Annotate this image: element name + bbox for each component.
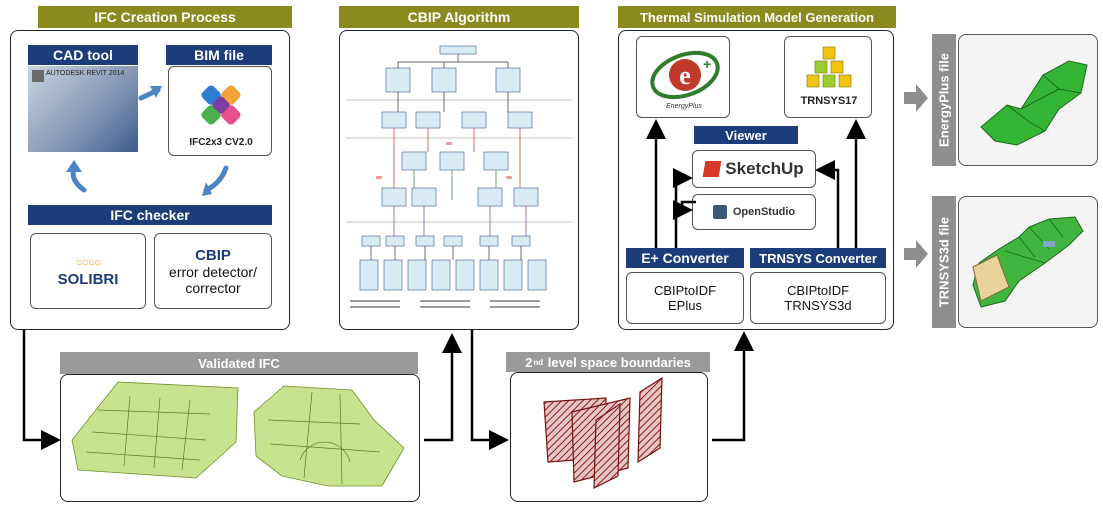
openstudio-icon bbox=[712, 205, 727, 219]
eplus-converter-label: E+ Converter bbox=[626, 248, 744, 268]
trnsys-logo-text: TRNSYS17 bbox=[800, 95, 858, 107]
space-boundaries-prefix: 2 bbox=[525, 354, 533, 370]
openstudio-box: OpenStudio bbox=[692, 194, 816, 230]
sketchup-icon bbox=[702, 161, 722, 177]
solibri-box: ○○○○ SOLIBRI bbox=[30, 233, 146, 309]
ifc-checker-label: IFC checker bbox=[28, 205, 272, 225]
eplus-converter-line1: CBIPtoIDF bbox=[653, 283, 717, 298]
solibri-logo-icon: ○○○○ bbox=[75, 254, 102, 269]
cbip-algorithm-panel bbox=[339, 30, 579, 330]
trnsys-converter-line1: CBIPtoIDF bbox=[786, 283, 850, 298]
validated-ifc-title: Validated IFC bbox=[60, 352, 418, 374]
bim-file-label: BIM file bbox=[166, 45, 272, 65]
cbip-desc-line1: error detector/ bbox=[169, 263, 257, 280]
trnsys-logo-icon bbox=[806, 46, 852, 88]
energyplus-logo-icon: e + bbox=[650, 50, 720, 100]
energyplus-file-label: EnergyPlus file bbox=[932, 34, 956, 166]
cbip-algorithm-title: CBIP Algorithm bbox=[339, 6, 579, 28]
energyplus-green-model bbox=[980, 60, 1088, 146]
trnsys-file-label-text: TRNSYS3d file bbox=[936, 216, 952, 308]
thermal-title: Thermal Simulation Model Generation bbox=[618, 6, 896, 28]
solibri-text: SOLIBRI bbox=[57, 270, 119, 288]
space-boundaries-panel bbox=[510, 372, 708, 502]
cad-tool-label: CAD tool bbox=[28, 45, 138, 65]
cbip-title: CBIP bbox=[195, 246, 231, 264]
trnsys-converter-box: CBIPtoIDF TRNSYS3d bbox=[750, 272, 886, 324]
trnsys-converter-label: TRNSYS Converter bbox=[750, 248, 886, 268]
eplus-converter-box: CBIPtoIDF EPlus bbox=[626, 272, 744, 324]
ifc-logo-icon bbox=[201, 85, 241, 125]
energyplus-logo-box: e + EnergyPlus bbox=[636, 36, 730, 118]
ifc-version-text: IFC2x3 CV2.0 bbox=[189, 137, 253, 148]
energyplus-file-label-text: EnergyPlus file bbox=[936, 53, 952, 147]
bim-file-box: IFC2x3 CV2.0 bbox=[168, 66, 272, 156]
sketchup-box: SketchUp bbox=[692, 150, 816, 188]
energyplus-logo-text: EnergyPlus bbox=[666, 103, 702, 110]
trnsys-logo-box: TRNSYS17 bbox=[784, 36, 872, 118]
trnsys-model-image bbox=[958, 196, 1098, 328]
space-boundaries-sup: nd bbox=[533, 357, 544, 367]
trnsys-file-label: TRNSYS3d file bbox=[932, 196, 956, 328]
viewer-label: Viewer bbox=[694, 126, 798, 144]
revit-logo-text: AUTODESK REVIT 2014 bbox=[46, 70, 125, 77]
revit-image: AUTODESK REVIT 2014 bbox=[28, 66, 138, 152]
svg-text:e: e bbox=[679, 61, 691, 90]
validated-ifc-panel bbox=[60, 374, 420, 502]
energyplus-model-image bbox=[958, 34, 1098, 166]
eplus-converter-line2: EPlus bbox=[668, 298, 702, 313]
svg-text:+: + bbox=[703, 56, 711, 72]
space-boundaries-suffix: level space boundaries bbox=[544, 354, 691, 370]
trnsys-converter-line2: TRNSYS3d bbox=[784, 298, 852, 313]
sketchup-text: SketchUp bbox=[725, 159, 804, 178]
cbip-desc-line2: corrector bbox=[185, 279, 241, 296]
ifc-creation-title: IFC Creation Process bbox=[38, 6, 292, 28]
trnsys-green-model bbox=[972, 216, 1084, 308]
openstudio-text: OpenStudio bbox=[732, 206, 796, 218]
cbip-checker-box: CBIP error detector/ corrector bbox=[154, 233, 272, 309]
